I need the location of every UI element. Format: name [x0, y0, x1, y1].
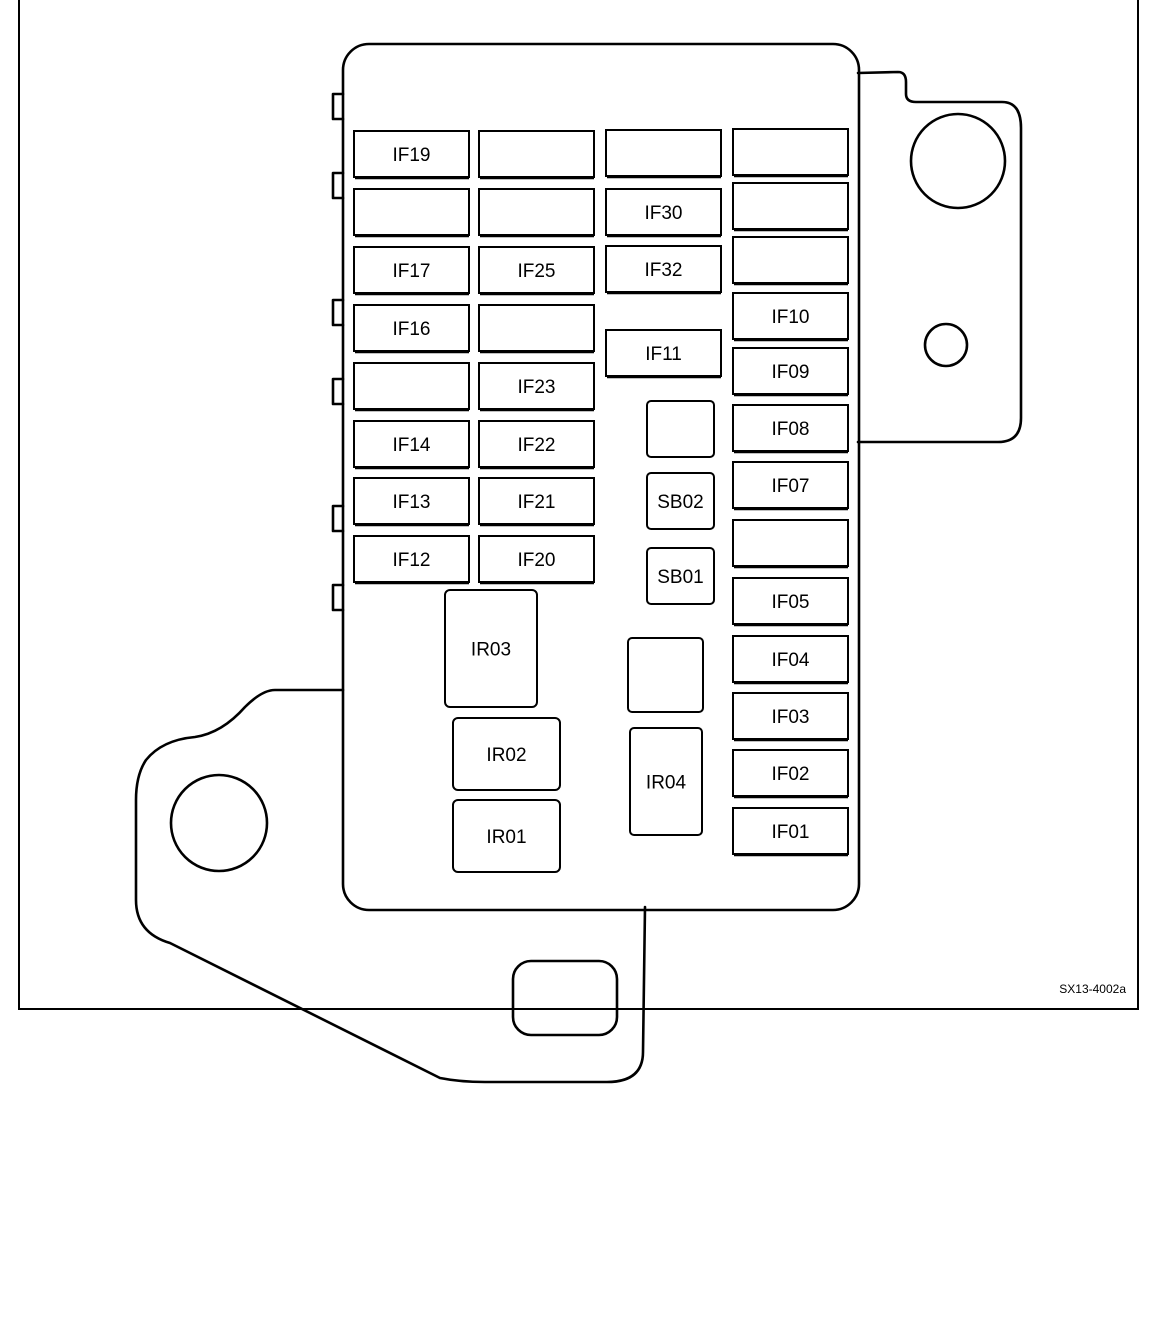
fuse-slot — [732, 236, 849, 284]
fuse-slot-label: IF13 — [392, 492, 430, 513]
relay-slot-label: IR03 — [471, 640, 511, 661]
fuse-slot — [478, 477, 595, 525]
fuse-slot — [353, 362, 470, 410]
small-block-slot — [646, 472, 715, 530]
fuse-slot — [478, 304, 595, 352]
fuse-slot — [732, 461, 849, 509]
small-block-slot — [646, 547, 715, 605]
fuse-slot — [353, 477, 470, 525]
fuse-slot — [732, 404, 849, 452]
fuse-slot — [732, 519, 849, 567]
relay-slot — [452, 799, 561, 873]
fuse-slot — [353, 535, 470, 583]
side-clip — [331, 92, 345, 121]
mounting-hole — [923, 322, 969, 368]
relay-slot-label: IR04 — [646, 773, 687, 794]
fuse-slot — [732, 182, 849, 230]
fuse-slot-label: IF04 — [771, 650, 809, 671]
fuse-slot-label: IF12 — [392, 550, 430, 571]
fuse-slot — [732, 635, 849, 683]
fuse-slot — [478, 246, 595, 294]
fuse-slot — [353, 420, 470, 468]
lower-bracket-outline — [134, 688, 647, 1084]
fuse-slot — [353, 246, 470, 294]
fuse-slot-label: IF16 — [392, 319, 430, 340]
mounting-slot — [511, 959, 619, 1037]
fuse-slot — [605, 129, 722, 177]
fuse-slot-label: IF20 — [517, 550, 555, 571]
small-block-slot-label: SB02 — [657, 492, 703, 513]
right-bracket-outline — [856, 70, 1023, 444]
small-block-slot — [646, 400, 715, 458]
fuse-slot-label: IF19 — [392, 145, 430, 166]
figure-code: SX13-4002a — [1059, 982, 1126, 996]
fuse-slot — [353, 304, 470, 352]
relay-slot-label: IR02 — [486, 745, 526, 766]
housing-outline — [341, 42, 861, 912]
mounting-hole — [169, 773, 269, 873]
fuse-slot-label: IF05 — [771, 592, 809, 613]
fuse-slot — [353, 188, 470, 236]
fuse-slot-label: IF30 — [644, 203, 682, 224]
fuse-slot — [732, 347, 849, 395]
fuse-slot — [732, 292, 849, 340]
diagram-frame — [18, 0, 1139, 1010]
fuse-slot — [732, 807, 849, 855]
fuse-slot — [605, 245, 722, 293]
fuse-slot-label: IF03 — [771, 707, 809, 728]
fuse-slot — [353, 130, 470, 178]
fuse-slot-label: IF11 — [645, 344, 682, 365]
side-clip — [331, 377, 345, 406]
relay-slot — [629, 727, 703, 836]
fuse-slot — [732, 749, 849, 797]
side-clip — [331, 298, 345, 327]
fuse-slot-label: IF17 — [392, 261, 430, 282]
side-clip — [331, 583, 345, 612]
relay-slot — [627, 637, 704, 713]
fuse-slot — [478, 420, 595, 468]
relay-slot — [444, 589, 538, 708]
fuse-slot-label: IF08 — [771, 419, 809, 440]
fuse-slot-label: IF10 — [771, 307, 809, 328]
fuse-slot — [732, 128, 849, 176]
fuse-slot-label: IF09 — [771, 362, 809, 383]
fuse-slot — [478, 130, 595, 178]
fuse-slot-label: IF25 — [517, 261, 555, 282]
fuse-slot — [605, 188, 722, 236]
small-block-slot-label: SB01 — [657, 567, 703, 588]
fuse-slot-label: IF14 — [392, 435, 430, 456]
fuse-slot — [605, 329, 722, 377]
fuse-slot — [478, 188, 595, 236]
fuse-slot — [732, 577, 849, 625]
fuse-slot-label: IF23 — [517, 377, 555, 398]
fuse-slot-label: IF22 — [517, 435, 555, 456]
fuse-slot — [732, 692, 849, 740]
fuse-slot-label: IF32 — [644, 260, 682, 281]
fuse-slot-label: IF02 — [771, 764, 809, 785]
relay-slot — [452, 717, 561, 791]
side-clip — [331, 504, 345, 533]
fuse-slot — [478, 362, 595, 410]
fuse-slot-label: IF07 — [771, 476, 809, 497]
mounting-hole — [909, 112, 1007, 210]
fuse-slot-label: IF01 — [771, 822, 809, 843]
fuse-slot-label: IF21 — [517, 492, 555, 513]
fuse-slot — [478, 535, 595, 583]
side-clip — [331, 171, 345, 200]
relay-slot-label: IR01 — [486, 827, 526, 848]
